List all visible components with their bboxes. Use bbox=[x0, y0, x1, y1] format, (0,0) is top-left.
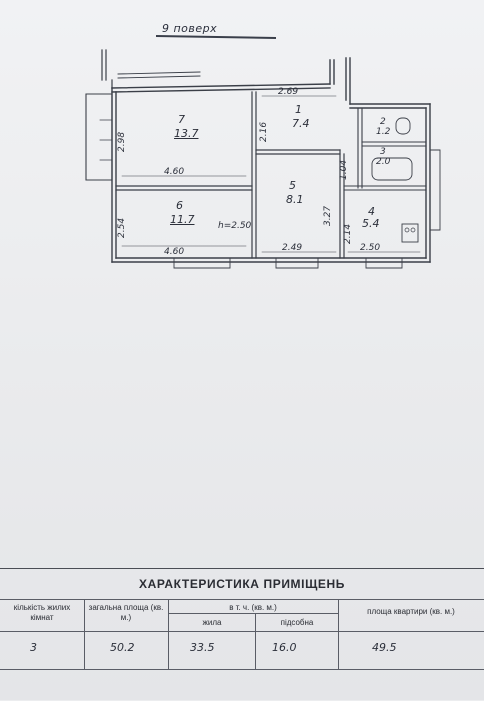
interior-wall bbox=[255, 149, 341, 155]
interior-wall bbox=[251, 91, 257, 259]
table-rule bbox=[0, 599, 484, 600]
floor-plan bbox=[85, 49, 441, 269]
room-4-number: 4 bbox=[368, 205, 375, 218]
window bbox=[173, 257, 231, 269]
dimension-label: 3.27 bbox=[323, 205, 333, 226]
dimension-label: 2.16 bbox=[259, 121, 269, 142]
header-living: жила bbox=[202, 618, 222, 627]
header-including: в т. ч. (кв. м.) bbox=[229, 603, 277, 612]
value-total-area: 50.2 bbox=[110, 641, 135, 654]
outer-wall bbox=[329, 57, 351, 105]
ceiling-height-label: h=2.50 bbox=[218, 221, 252, 231]
table-rule bbox=[168, 613, 338, 614]
room-1-area: 7.4 bbox=[292, 117, 310, 130]
value-auxiliary: 16.0 bbox=[272, 641, 297, 654]
bathroom-wall bbox=[361, 141, 427, 147]
interior-wall bbox=[115, 185, 253, 191]
room-2-area: 1.2 bbox=[376, 127, 391, 137]
room-6-number: 6 bbox=[176, 199, 183, 212]
room-2-number: 2 bbox=[380, 117, 386, 127]
table-rule bbox=[0, 631, 484, 632]
header-total-area: загальна площа (кв. м.) bbox=[88, 603, 164, 622]
dimension-label: 4.60 bbox=[164, 167, 185, 177]
header-rooms-count: кількість жилих кімнат bbox=[13, 603, 71, 622]
outer-wall bbox=[349, 103, 431, 109]
table-title: ХАРАКТЕРИСТИКА ПРИМІЩЕНЬ bbox=[138, 577, 346, 591]
dimension-label: 2.14 bbox=[343, 223, 353, 244]
room-5-area: 8.1 bbox=[286, 193, 304, 206]
bathroom-wall bbox=[343, 185, 427, 191]
header-auxiliary: підсобна bbox=[280, 618, 314, 627]
interior-wall bbox=[339, 149, 345, 259]
outer-wall bbox=[111, 257, 431, 263]
dimension-label: 2.54 bbox=[117, 217, 127, 238]
table-rule bbox=[168, 599, 169, 669]
floor-label: 9 поверх bbox=[162, 22, 218, 35]
balcony bbox=[85, 93, 113, 181]
outer-wall bbox=[111, 83, 331, 93]
value-apartment-area: 49.5 bbox=[372, 641, 397, 654]
stove-burner bbox=[410, 227, 416, 233]
dimension-label: 2.49 bbox=[282, 243, 303, 253]
outer-wall bbox=[111, 87, 117, 263]
dimension-label: 4.60 bbox=[164, 247, 185, 257]
dimension-label: 2.50 bbox=[360, 243, 381, 253]
window bbox=[117, 71, 201, 79]
window bbox=[365, 257, 403, 269]
room-6-area: 11.7 bbox=[170, 213, 195, 226]
room-7-area: 13.7 bbox=[174, 127, 199, 140]
stove-burner bbox=[404, 227, 410, 233]
dimension-label: 1.04 bbox=[339, 159, 349, 180]
room-3-area: 2.0 bbox=[376, 157, 391, 167]
stove bbox=[401, 223, 419, 243]
table-rule bbox=[84, 599, 85, 669]
room-7-number: 7 bbox=[178, 113, 185, 126]
bathtub bbox=[371, 157, 413, 181]
room-5-number: 5 bbox=[289, 179, 296, 192]
room-1-number: 1 bbox=[295, 103, 302, 116]
value-living: 33.5 bbox=[190, 641, 215, 654]
dimension-label: 2.98 bbox=[117, 131, 127, 152]
table-rule bbox=[338, 599, 339, 669]
stair-wall bbox=[101, 49, 113, 89]
toilet bbox=[395, 117, 411, 135]
table-rule bbox=[255, 613, 256, 669]
bathroom-wall bbox=[357, 107, 363, 189]
balcony-window bbox=[99, 119, 113, 161]
window bbox=[275, 257, 319, 269]
room-3-number: 3 bbox=[380, 147, 386, 157]
vent bbox=[429, 149, 441, 231]
dimension-label: 2.69 bbox=[278, 87, 299, 97]
characteristics-table: ХАРАКТЕРИСТИКА ПРИМІЩЕНЬ кількість жилих… bbox=[0, 568, 484, 701]
room-4-area: 5.4 bbox=[362, 217, 380, 230]
header-apartment-area: площа квартири (кв. м.) bbox=[367, 607, 455, 616]
table-rule bbox=[0, 669, 484, 670]
outer-wall bbox=[425, 103, 431, 263]
value-rooms-count: 3 bbox=[30, 641, 37, 654]
